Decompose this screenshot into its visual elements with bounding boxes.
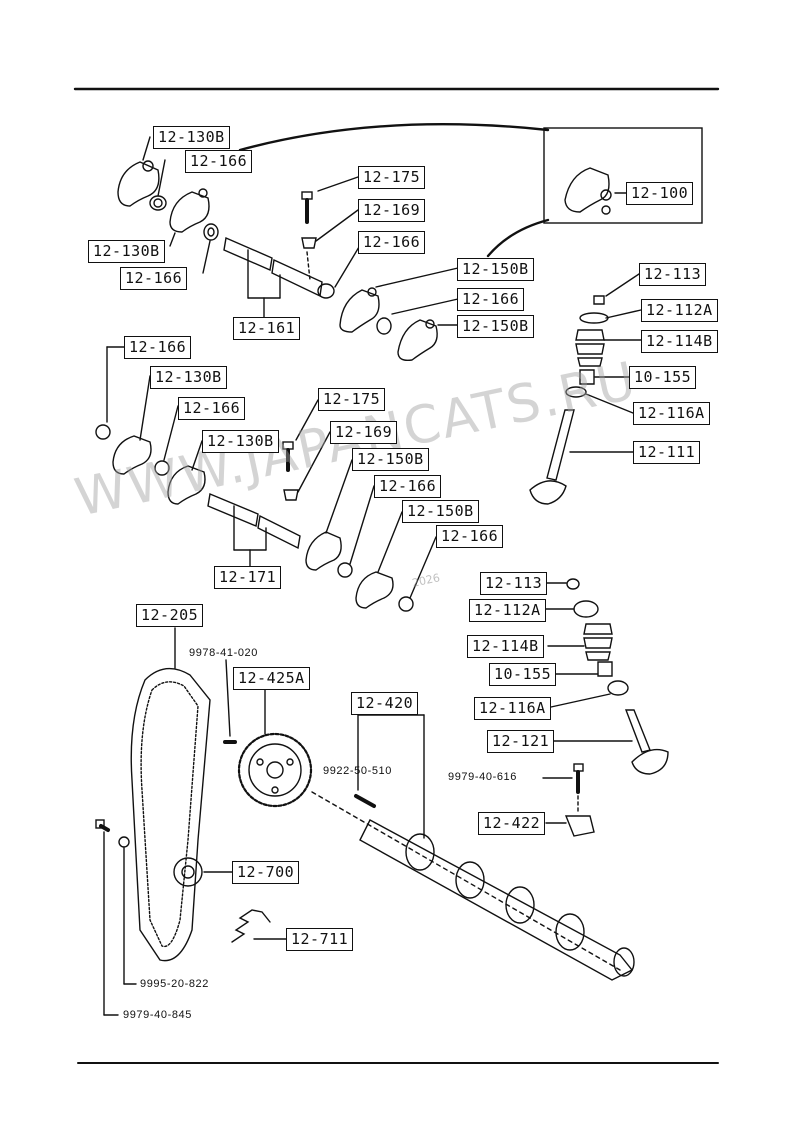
callout-12-171[interactable]: 12-171 (214, 566, 282, 589)
tensioner-pulley (173, 857, 203, 887)
part-number-pulley-bolt: 9978-41-020 (189, 647, 258, 659)
callout-12-130b[interactable]: 12-130B (88, 240, 165, 263)
callout-12-111[interactable]: 12-111 (633, 441, 701, 464)
timing-belt-outline (130, 667, 211, 962)
callout-12-166[interactable]: 12-166 (436, 525, 504, 548)
callout-12-425a[interactable]: 12-425A (233, 667, 310, 690)
callout-12-420[interactable]: 12-420 (351, 692, 419, 715)
callout-12-175[interactable]: 12-175 (358, 166, 426, 189)
part-number-tensioner-bolt: 9979-40-845 (123, 1009, 192, 1021)
callout-12-150b[interactable]: 12-150B (457, 315, 534, 338)
callout-12-166[interactable]: 12-166 (124, 336, 192, 359)
callout-10-155[interactable]: 10-155 (629, 366, 697, 389)
part-number-washer: 9995-20-822 (140, 978, 209, 990)
callout-12-150b[interactable]: 12-150B (457, 258, 534, 281)
callout-10-155[interactable]: 10-155 (489, 663, 557, 686)
callout-12-175[interactable]: 12-175 (318, 388, 386, 411)
callout-12-166[interactable]: 12-166 (374, 475, 442, 498)
callout-12-161[interactable]: 12-161 (233, 317, 301, 340)
callout-12-112a[interactable]: 12-112A (641, 299, 718, 322)
inset-leader-b (486, 218, 550, 258)
callout-12-114b[interactable]: 12-114B (467, 635, 544, 658)
camshaft-body (311, 791, 621, 971)
cam-pulley-gear (237, 732, 313, 808)
callout-12-422[interactable]: 12-422 (478, 812, 546, 835)
callout-12-169[interactable]: 12-169 (330, 421, 398, 444)
callout-12-113[interactable]: 12-113 (639, 263, 707, 286)
callout-12-166[interactable]: 12-166 (185, 150, 253, 173)
callout-12-169[interactable]: 12-169 (358, 199, 426, 222)
callout-12-116a[interactable]: 12-116A (633, 402, 710, 425)
callout-12-112a[interactable]: 12-112A (469, 599, 546, 622)
callout-12-116a[interactable]: 12-116A (474, 697, 551, 720)
part-number-plate-bolt: 9979-40-616 (448, 771, 517, 783)
callout-12-130b[interactable]: 12-130B (150, 366, 227, 389)
inset-leader-a (238, 123, 550, 152)
callout-12-205[interactable]: 12-205 (136, 604, 204, 627)
callout-12-166[interactable]: 12-166 (178, 397, 246, 420)
callout-12-130b[interactable]: 12-130B (202, 430, 279, 453)
callout-12-700[interactable]: 12-700 (232, 861, 300, 884)
callout-12-121[interactable]: 12-121 (487, 730, 555, 753)
callout-12-166[interactable]: 12-166 (358, 231, 426, 254)
callout-12-113[interactable]: 12-113 (480, 572, 548, 595)
detail-inset-box (543, 127, 703, 224)
callout-12-130b[interactable]: 12-130B (153, 126, 230, 149)
callout-12-711[interactable]: 12-711 (286, 928, 354, 951)
callout-12-100[interactable]: 12-100 (626, 182, 694, 205)
callout-12-150b[interactable]: 12-150B (352, 448, 429, 471)
part-number-dowel-pin: 9922-50-510 (323, 765, 392, 777)
callout-12-114b[interactable]: 12-114B (641, 330, 718, 353)
callout-12-166[interactable]: 12-166 (120, 267, 188, 290)
callout-12-166[interactable]: 12-166 (457, 288, 525, 311)
callout-12-150b[interactable]: 12-150B (402, 500, 479, 523)
